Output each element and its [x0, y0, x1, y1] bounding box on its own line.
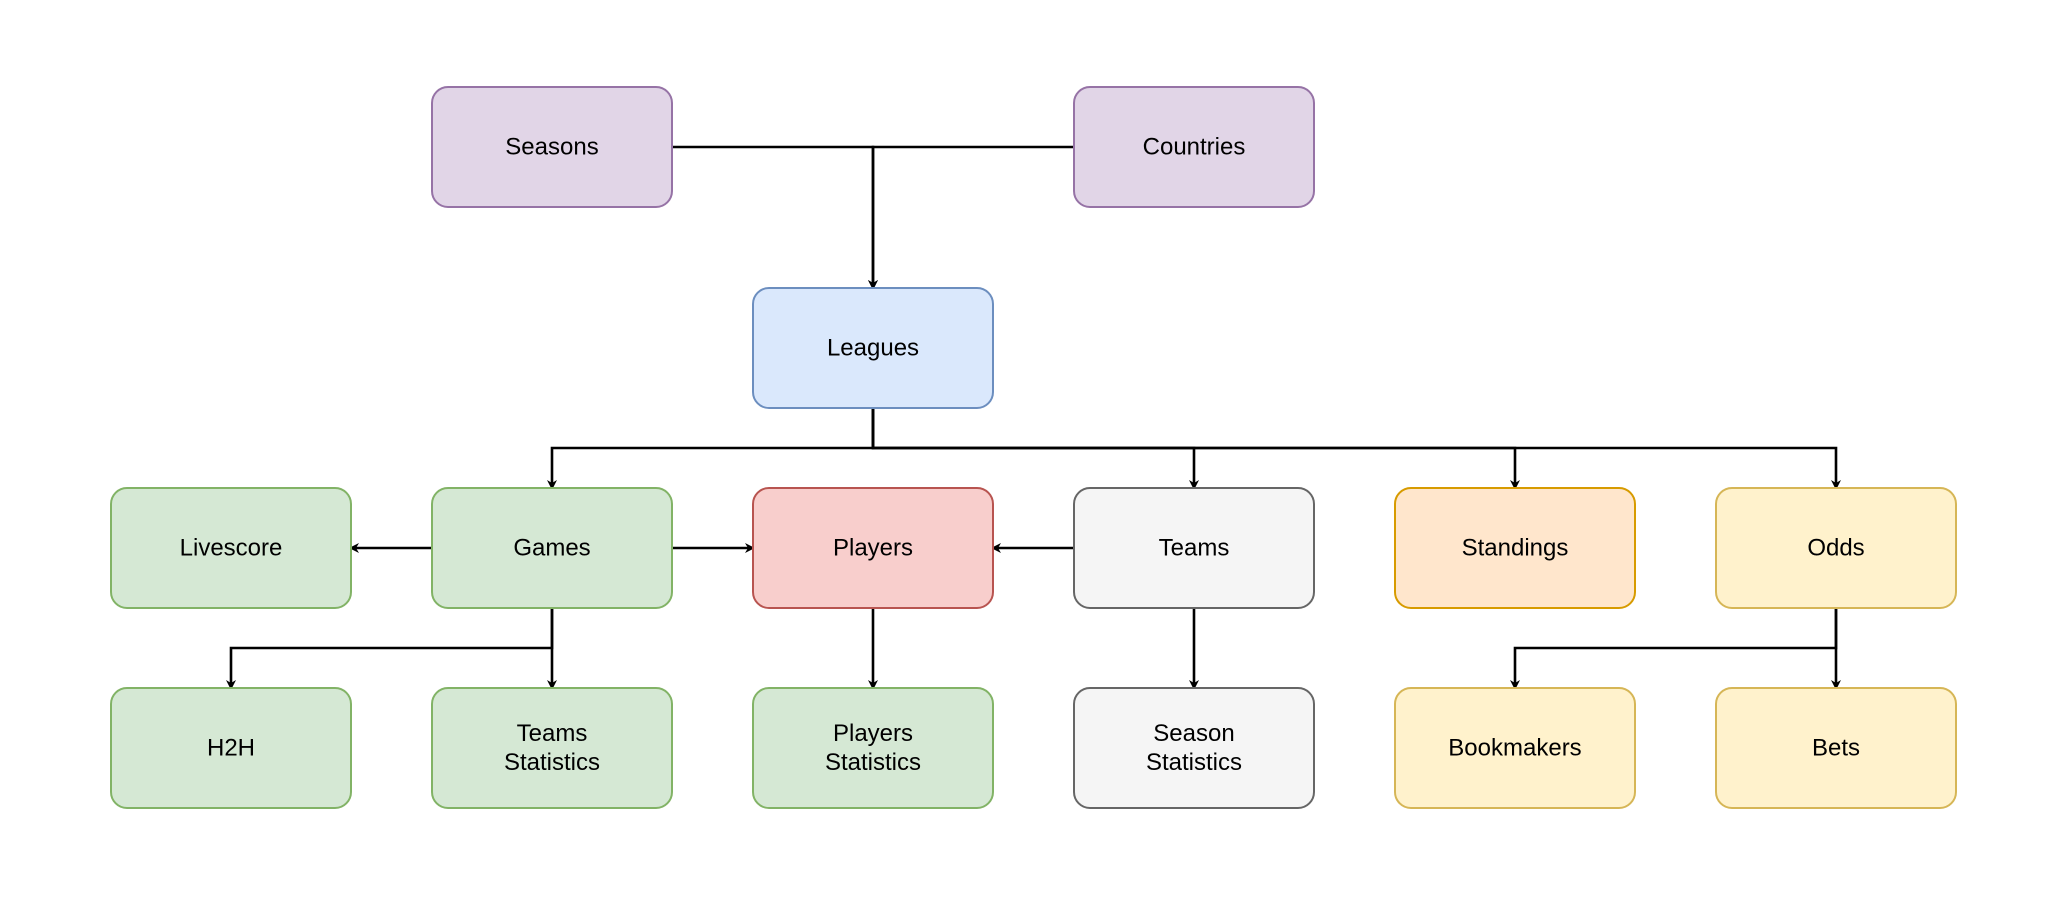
node-teams-statistics-label: Teams: [517, 720, 588, 747]
node-h2h-box: [110, 687, 352, 809]
node-bets-box: [1715, 687, 1957, 809]
node-countries-box: [1073, 86, 1315, 208]
node-teams-box: [1073, 487, 1315, 609]
node-leagues-label: Leagues: [827, 335, 919, 362]
node-standings-box: [1394, 487, 1636, 609]
node-seasons[interactable]: Seasons: [431, 86, 673, 208]
node-season-statistics-label: Statistics: [1146, 749, 1242, 776]
node-players-statistics-box: [752, 687, 994, 809]
node-livescore-box: [110, 487, 352, 609]
node-season-statistics-box: [1073, 687, 1315, 809]
node-season-statistics-label: Season: [1153, 720, 1234, 747]
edge-leagues-to-odds: [871, 408, 1841, 490]
node-players[interactable]: Players: [752, 487, 994, 609]
node-seasons-label: Seasons: [505, 134, 598, 161]
edge-games-to-h2h: [226, 608, 554, 690]
node-odds-label: Odds: [1807, 535, 1864, 562]
node-standings-label: Standings: [1462, 535, 1569, 562]
node-odds[interactable]: Odds: [1715, 487, 1957, 609]
node-players-statistics-label: Statistics: [825, 749, 921, 776]
node-odds-box: [1715, 487, 1957, 609]
node-h2h-label: H2H: [207, 735, 255, 762]
node-games-label: Games: [513, 535, 590, 562]
node-teams-label: Teams: [1159, 535, 1230, 562]
node-players-label: Players: [833, 535, 913, 562]
node-standings[interactable]: Standings: [1394, 487, 1636, 609]
node-games[interactable]: Games: [431, 487, 673, 609]
edge-countries-to-leagues: [868, 145, 1074, 290]
node-bookmakers-label: Bookmakers: [1448, 735, 1581, 762]
node-bookmakers-box: [1394, 687, 1636, 809]
node-teams-statistics-box: [431, 687, 673, 809]
edge-seasons-to-leagues: [672, 145, 878, 290]
node-players-statistics-label: Players: [833, 720, 913, 747]
node-games-box: [431, 487, 673, 609]
node-livescore-label: Livescore: [180, 535, 283, 562]
node-bookmakers[interactable]: Bookmakers: [1394, 687, 1636, 809]
node-players-box: [752, 487, 994, 609]
node-bets[interactable]: Bets: [1715, 687, 1957, 809]
edge-odds-to-bookmakers: [1510, 608, 1838, 690]
edge-leagues-to-games: [547, 408, 875, 490]
node-livescore[interactable]: Livescore: [110, 487, 352, 609]
node-teams[interactable]: Teams: [1073, 487, 1315, 609]
edges-layer: [226, 145, 1841, 690]
node-seasons-box: [431, 86, 673, 208]
node-h2h[interactable]: H2H: [110, 687, 352, 809]
node-leagues-box: [752, 287, 994, 409]
node-teams-statistics-label: Statistics: [504, 749, 600, 776]
node-countries-label: Countries: [1143, 134, 1246, 161]
node-leagues[interactable]: Leagues: [752, 287, 994, 409]
node-bets-label: Bets: [1812, 735, 1860, 762]
node-countries[interactable]: Countries: [1073, 86, 1315, 208]
